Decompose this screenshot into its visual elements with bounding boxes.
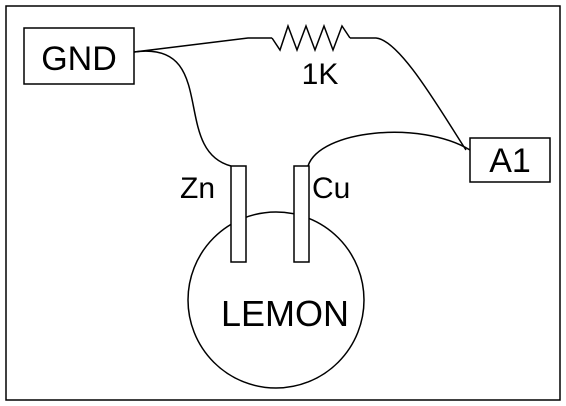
zinc-electrode (230, 165, 247, 263)
wire-gnd-to-zinc (133, 50, 232, 167)
gnd-label: GND (41, 40, 117, 78)
a1-label: A1 (489, 142, 531, 180)
a1-terminal-box (469, 137, 551, 183)
copper-electrode (293, 165, 310, 263)
wire-resistor-to-a1 (350, 37, 467, 151)
gnd-terminal-box (23, 27, 135, 85)
wire-copper-to-a1 (307, 131, 471, 167)
a1-terminal: A1 (469, 137, 551, 183)
lemon-label: LEMON (221, 293, 349, 334)
resistor-label: 1K (302, 58, 339, 91)
zinc-label: Zn (180, 172, 215, 205)
diagram-border (5, 5, 561, 401)
copper-label: Cu (312, 172, 350, 205)
gnd-terminal: GND (23, 27, 135, 85)
resistor-symbol (271, 23, 351, 53)
wire-gnd-to-resistor (133, 37, 272, 53)
